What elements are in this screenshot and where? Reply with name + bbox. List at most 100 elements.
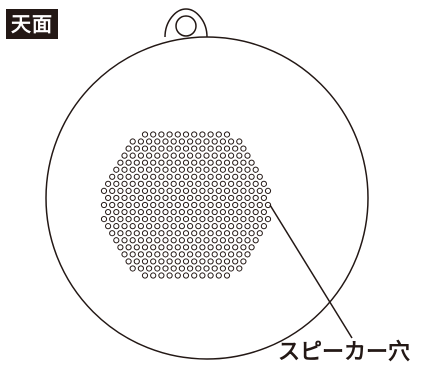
- speaker-hole: [158, 201, 165, 209]
- speaker-hole: [166, 145, 173, 152]
- speaker-hole: [141, 187, 149, 194]
- speaker-hole: [219, 138, 226, 145]
- speaker-hole: [215, 173, 222, 180]
- speaker-hole: [137, 152, 144, 159]
- speaker-hole: [174, 131, 181, 138]
- speaker-hole: [199, 216, 206, 223]
- speaker-hole: [195, 265, 202, 272]
- speaker-hole: [150, 272, 157, 279]
- speaker-hole: [264, 216, 272, 223]
- speaker-hole: [178, 180, 185, 187]
- speaker-hole: [166, 159, 173, 166]
- speaker-hole: [170, 138, 177, 145]
- speaker-hole: [264, 201, 272, 209]
- speaker-hole: [228, 251, 235, 258]
- speaker-hole: [146, 138, 153, 145]
- speaker-hole: [199, 201, 206, 209]
- speaker-hole: [125, 230, 132, 237]
- speaker-hole: [248, 216, 255, 223]
- speaker-hole: [187, 265, 194, 272]
- speaker-hole: [244, 180, 251, 187]
- speaker-hole: [199, 230, 206, 237]
- speaker-hole: [129, 251, 136, 258]
- speaker-hole: [158, 216, 165, 223]
- speaker-hole: [215, 159, 222, 166]
- speaker-hole: [174, 159, 181, 166]
- speaker-hole: [211, 251, 218, 258]
- speaker-hole: [207, 216, 214, 223]
- speaker-hole: [195, 237, 202, 244]
- speaker-hole: [236, 166, 243, 173]
- speaker-hole: [195, 180, 202, 187]
- speaker-hole: [203, 180, 210, 187]
- speaker-hole: [228, 152, 235, 159]
- speaker-hole: [240, 159, 247, 166]
- speaker-hole: [113, 166, 120, 173]
- speaker-hole: [191, 230, 198, 237]
- speaker-hole: [256, 216, 263, 223]
- speaker-hole: [170, 152, 177, 159]
- speaker-hole: [182, 187, 190, 194]
- speaker-hole: [187, 208, 194, 216]
- speaker-hole: [187, 194, 194, 202]
- speaker-hole: [182, 145, 190, 152]
- speaker-hole: [137, 251, 144, 258]
- speaker-hole: [178, 223, 185, 230]
- speaker-hole: [125, 159, 132, 166]
- speaker-hole: [191, 216, 198, 223]
- speaker-hole: [158, 145, 165, 152]
- speaker-hole: [215, 131, 222, 138]
- speaker-hole: [150, 173, 157, 180]
- speaker-hole: [117, 187, 124, 194]
- speaker-hole: [240, 216, 247, 223]
- speaker-hole: [232, 216, 239, 223]
- speaker-hole: [215, 201, 222, 209]
- speaker-hole: [182, 201, 190, 209]
- speaker-hole: [137, 194, 144, 202]
- speaker-hole: [236, 223, 243, 230]
- speaker-hole: [100, 201, 108, 209]
- speaker-hole: [228, 237, 235, 244]
- speaker-hole: [178, 194, 185, 202]
- speaker-hole: [150, 258, 157, 265]
- speaker-hole: [121, 194, 128, 202]
- speaker-hole: [219, 237, 226, 244]
- speaker-hole: [244, 166, 251, 173]
- speaker-hole: [228, 180, 235, 187]
- speaker-hole: [125, 258, 132, 265]
- speaker-hole: [260, 194, 267, 202]
- speaker-hole: [211, 208, 218, 216]
- speaker-hole: [191, 201, 198, 209]
- speaker-hole: [236, 194, 243, 202]
- speaker-hole: [203, 251, 210, 258]
- speaker-hole: [232, 145, 239, 152]
- speaker-hole: [219, 180, 226, 187]
- speaker-hole: [191, 145, 198, 152]
- speaker-hole: [199, 272, 206, 279]
- speaker-hole: [223, 145, 231, 152]
- speaker-hole: [236, 152, 243, 159]
- speaker-hole: [129, 208, 136, 216]
- speaker-hole: [158, 159, 165, 166]
- speaker-hole: [211, 166, 218, 173]
- speaker-hole-leader-line: [269, 204, 353, 339]
- speaker-hole: [240, 173, 247, 180]
- speaker-hole: [236, 251, 243, 258]
- speaker-hole: [105, 208, 112, 216]
- speaker-hole: [191, 258, 198, 265]
- speaker-hole: [207, 244, 214, 251]
- speaker-hole: [203, 138, 210, 145]
- speaker-hole: [244, 251, 251, 258]
- speaker-hole: [211, 194, 218, 202]
- speaker-hole: [162, 180, 169, 187]
- speaker-hole: [146, 223, 153, 230]
- speaker-hole: [236, 208, 243, 216]
- speaker-hole: [158, 173, 165, 180]
- speaker-hole: [203, 223, 210, 230]
- speaker-hole: [187, 180, 194, 187]
- speaker-hole: [207, 173, 214, 180]
- speaker-hole: [191, 131, 198, 138]
- speaker-hole: [121, 180, 128, 187]
- speaker-hole: [133, 159, 140, 166]
- speaker-hole: [228, 223, 235, 230]
